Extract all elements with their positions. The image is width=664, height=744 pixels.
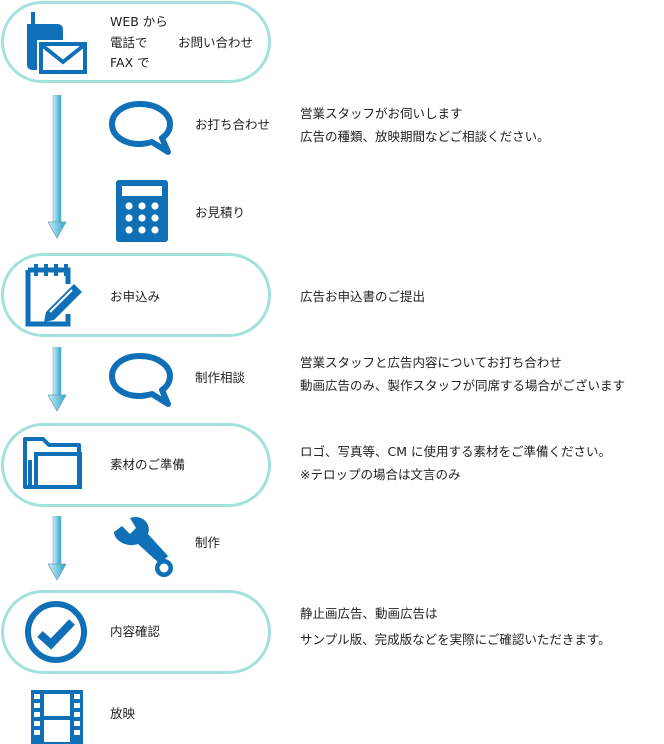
step-application-box: [1, 253, 271, 337]
calculator-icon: [116, 180, 168, 242]
step-meeting-desc: 営業スタッフがお伺いします: [300, 106, 463, 121]
step-production-consult-desc: 動画広告のみ、製作スタッフが同席する場合がございます: [300, 378, 626, 393]
step-meeting-desc: 広告の種類、放映期間などご相談ください。: [300, 129, 550, 144]
step-application-desc: 広告お申込書のご提出: [300, 289, 426, 304]
folder-icon: [23, 437, 82, 489]
speech-bubble-icon: [109, 101, 173, 155]
inquiry-method-phone: 電話で: [110, 35, 148, 50]
step-inquiry-label: お問い合わせ: [178, 35, 254, 50]
step-broadcast-label: 放映: [110, 706, 136, 721]
step-inquiry-box: [1, 1, 271, 83]
check-circle-icon: [25, 601, 87, 663]
phone-mail-icon: [27, 12, 87, 74]
step-confirm-box: [1, 590, 271, 674]
inquiry-method-web: WEB から: [110, 14, 168, 29]
step-estimate-label: お見積り: [195, 205, 246, 220]
step-production-consult-label: 制作相談: [195, 370, 246, 385]
step-materials-desc: ※テロップの場合は文言のみ: [300, 467, 461, 482]
inquiry-method-fax: FAX で: [110, 55, 150, 70]
step-materials-label: 素材のご準備: [110, 457, 186, 472]
step-confirm-label: 内容確認: [110, 624, 161, 639]
step-production-consult-desc: 営業スタッフと広告内容についてお打ち合わせ: [300, 355, 562, 370]
step-materials-box: [1, 423, 271, 507]
step-production-label: 制作: [195, 535, 221, 550]
speech-bubble-icon: [109, 353, 173, 407]
down-arrow-icon: [48, 347, 66, 412]
step-application-label: お申込み: [110, 289, 161, 304]
step-meeting-label: お打ち合わせ: [195, 117, 271, 132]
down-arrow-icon: [48, 95, 66, 239]
step-confirm-desc: サンプル版、完成版などを実際にご確認いただきます。: [300, 632, 611, 647]
down-arrow-icon: [48, 516, 66, 581]
notepad-pencil-icon: [25, 264, 82, 327]
film-icon: [31, 690, 83, 744]
wrench-icon: [114, 516, 173, 577]
step-confirm-desc: 静止画広告、動画広告は: [300, 606, 438, 621]
step-materials-desc: ロゴ、写真等、CM に使用する素材をご準備ください。: [300, 444, 611, 459]
